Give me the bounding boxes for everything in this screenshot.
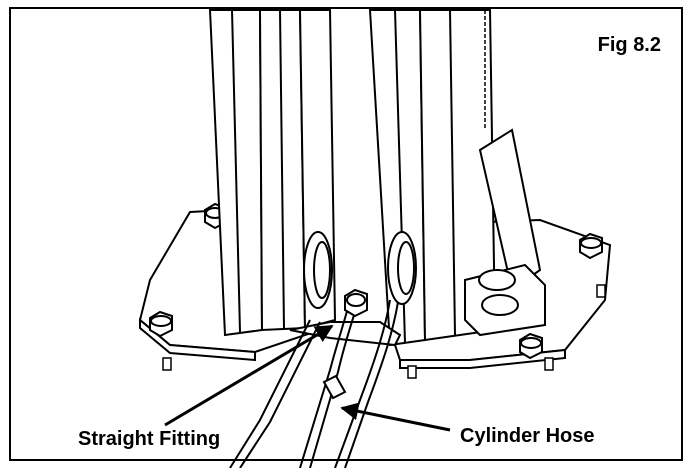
figure-label: Fig 8.2: [597, 34, 661, 56]
cylinder-hose-leader: [340, 402, 451, 432]
pulley-left: [303, 231, 333, 309]
bolt-icon: [149, 310, 173, 338]
mounting-bracket: [464, 128, 546, 337]
straight-fitting-part: [344, 288, 368, 318]
figure-border: [9, 7, 683, 461]
leveling-feet: [162, 284, 606, 379]
hose-crimp-part: [322, 374, 347, 400]
pulley-right: [387, 231, 417, 305]
bolt-icon: [579, 232, 603, 260]
bolt-icon: [519, 332, 543, 360]
straight-fitting-label: Straight Fitting: [78, 428, 221, 450]
cylinder-hose-label: Cylinder Hose: [460, 425, 595, 447]
straight-fitting-leader: [164, 324, 334, 427]
left-column: [208, 9, 337, 337]
